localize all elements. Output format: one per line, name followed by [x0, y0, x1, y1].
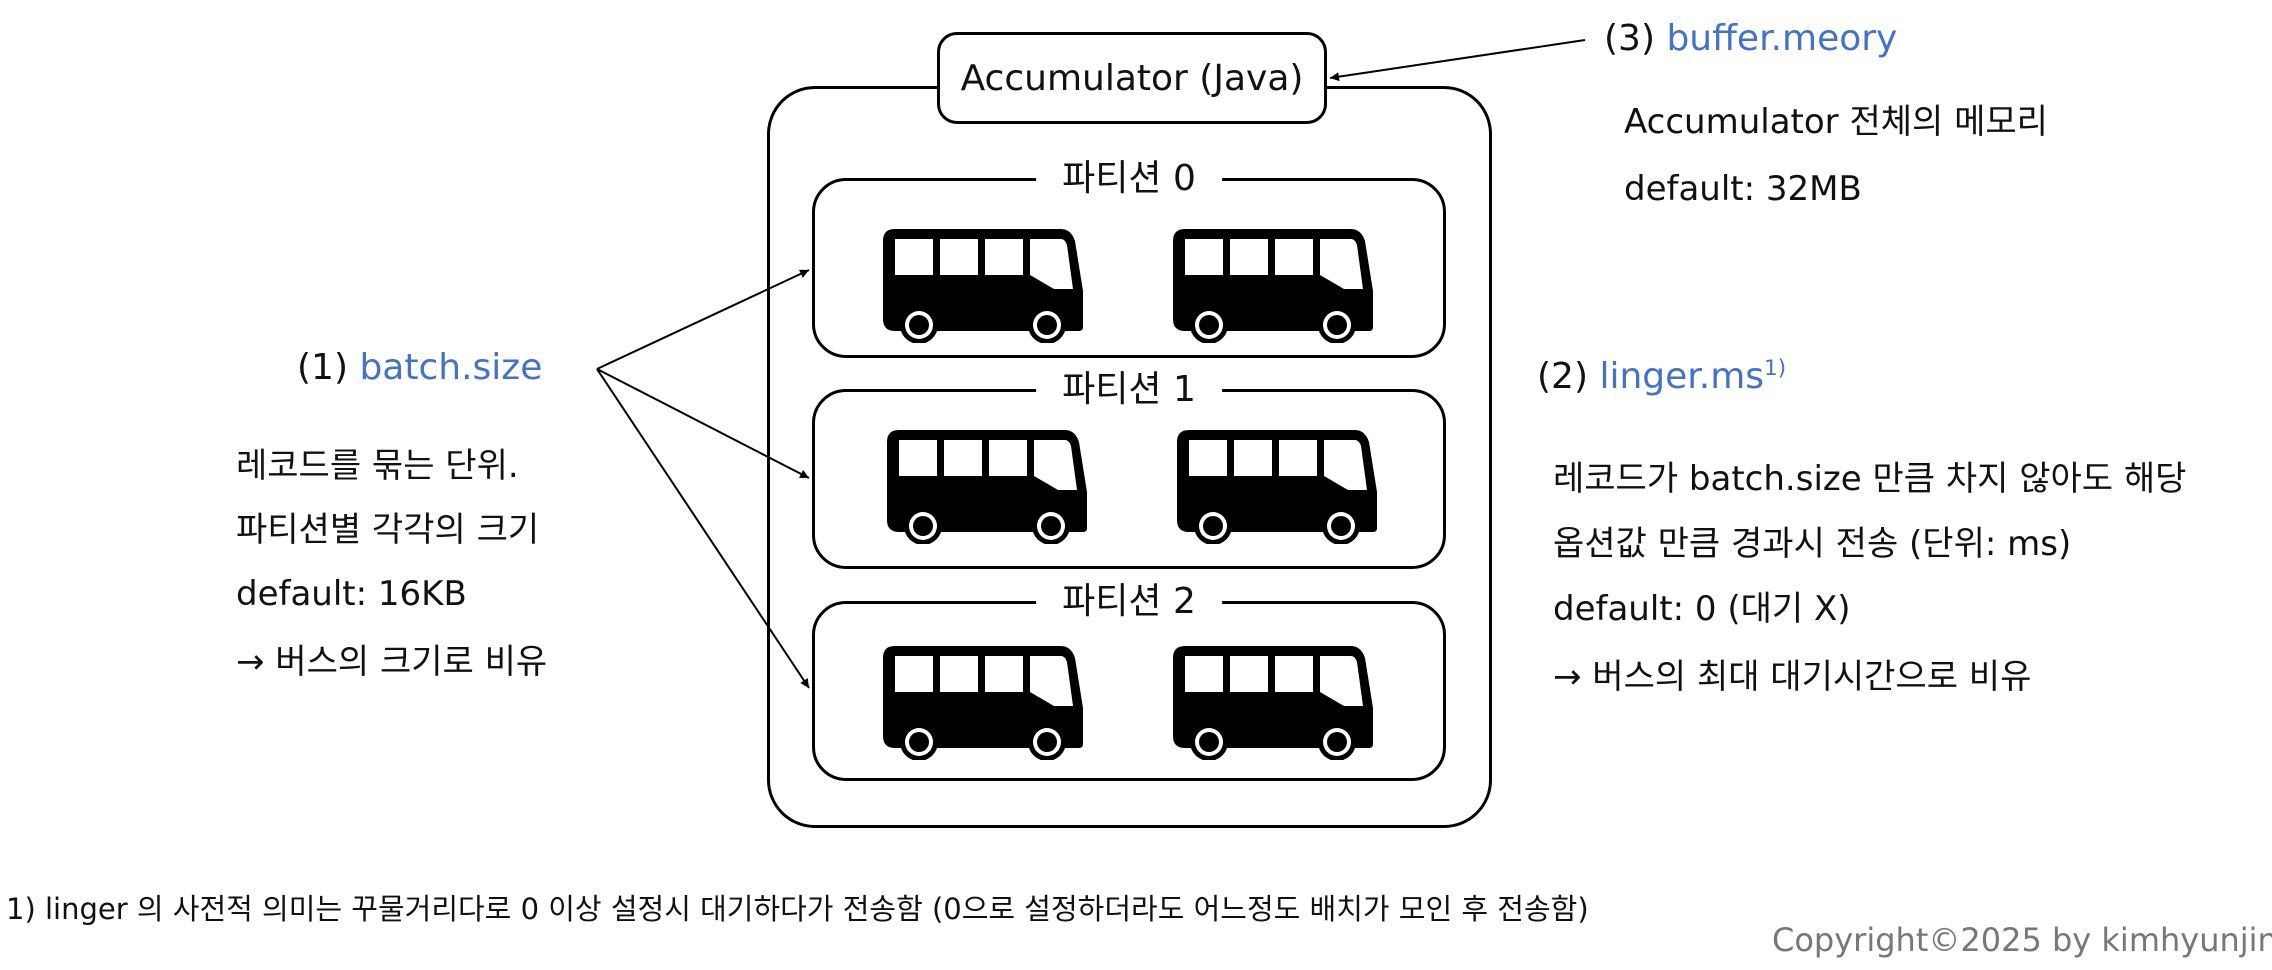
linger-ms-line-4: → 버스의 최대 대기시간으로 비유: [1553, 657, 2032, 697]
footnote: 1) linger 의 사전적 의미는 꾸물거리다로 0 이상 설정시 대기하다…: [6, 892, 1589, 926]
batch-size-line-4: → 버스의 크기로 비유: [236, 642, 548, 682]
partition-0-box: 파티션 0: [812, 155, 1446, 358]
partition-0-label: 파티션 0: [1036, 155, 1222, 203]
linger-ms-line-2: 옵션값 만큼 경과시 전송 (단위: ms): [1553, 524, 2072, 564]
linger-ms-line-1: 레코드가 batch.size 만큼 차지 않아도 해당: [1553, 459, 2187, 499]
batch-size-line-3: default: 16KB: [236, 574, 467, 614]
partition-2-label: 파티션 2: [1036, 578, 1222, 626]
accumulator-title-box: Accumulator (Java): [937, 32, 1327, 124]
partition-1-label: 파티션 1: [1036, 366, 1222, 414]
linger-ms-heading: (2) linger.ms1): [1537, 355, 1786, 399]
linger-ms-number: (2): [1537, 356, 1588, 397]
partition-2-box: 파티션 2: [812, 578, 1446, 781]
buffer-memory-line-1: Accumulator 전체의 메모리: [1624, 102, 2048, 142]
arrow-batch-size-partition-0: [596, 269, 810, 370]
linger-ms-line-3: default: 0 (대기 X): [1553, 589, 1851, 629]
batch-size-heading: (1) batch.size: [297, 346, 542, 390]
arrow-buffer-memory-accumulator: [1329, 39, 1586, 82]
linger-ms-footnote-mark: 1): [1764, 356, 1787, 381]
arrow-batch-size-partition-2: [596, 368, 810, 689]
buffer-memory-number: (3): [1604, 18, 1655, 59]
accumulator-title: Accumulator (Java): [960, 57, 1304, 99]
batch-size-number: (1): [297, 347, 348, 388]
partition-1-box: 파티션 1: [812, 366, 1446, 569]
batch-size-line-1: 레코드를 묶는 단위.: [236, 446, 519, 486]
batch-size-line-2: 파티션별 각각의 크기: [236, 510, 540, 550]
buffer-memory-line-2: default: 32MB: [1624, 169, 1862, 209]
arrow-batch-size-partition-1: [596, 368, 810, 479]
buffer-memory-heading: (3) buffer.meory: [1604, 17, 1897, 61]
linger-ms-key: linger.ms: [1599, 356, 1765, 397]
copyright: Copyright©2025 by kimhyunjin: [1772, 921, 2272, 959]
buffer-memory-key: buffer.meory: [1666, 18, 1898, 59]
batch-size-key: batch.size: [359, 347, 543, 388]
